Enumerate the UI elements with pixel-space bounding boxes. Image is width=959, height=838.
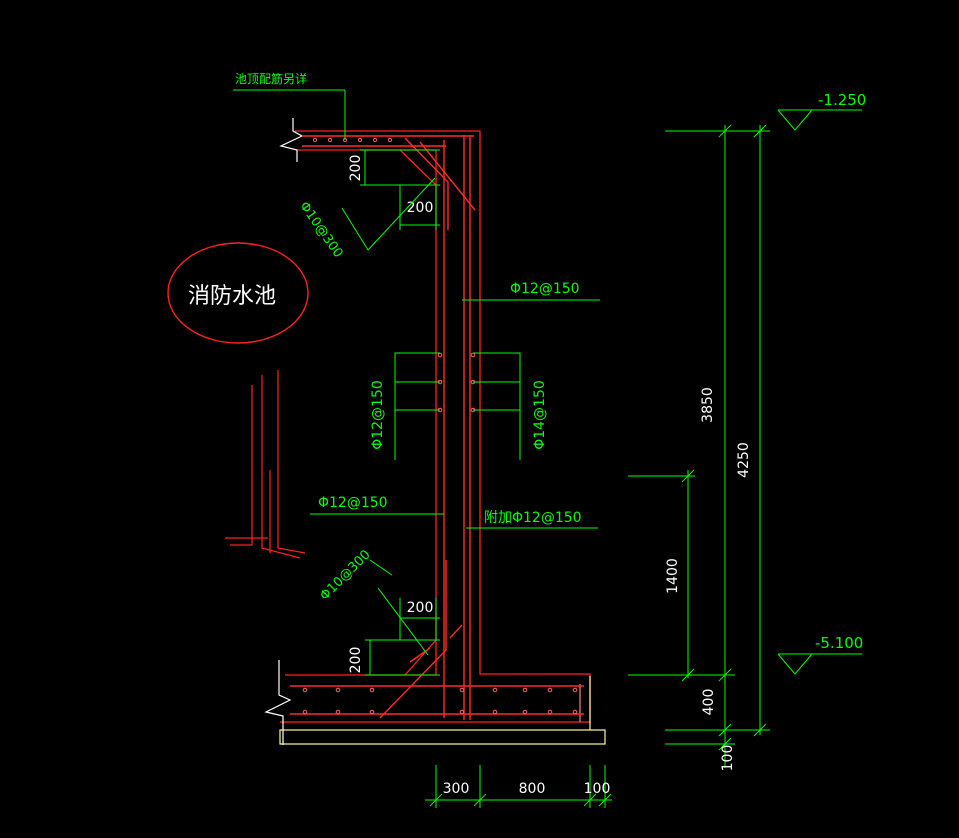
dim-800: 800 — [519, 781, 546, 797]
top-note-text: 池顶配筋另详 — [235, 71, 307, 86]
haunch-bottom-dims — [365, 598, 440, 676]
haunch-top-h-label: 200 — [407, 200, 434, 216]
haunch-bottom-v-label: 200 — [348, 647, 364, 674]
break-line-top — [279, 118, 304, 162]
dim-400: 400 — [701, 689, 717, 716]
elevation-bottom-label: -5.100 — [815, 634, 863, 652]
outer-wall-label: Φ12@150 — [510, 281, 580, 297]
drawing-title: 消防水池 — [188, 284, 276, 309]
corner-top-rebar-label: Φ10@300 — [296, 199, 345, 261]
inner-wall-label: Φ12@150 — [318, 495, 388, 511]
corner-bottom-rebar-leader — [369, 559, 429, 656]
dim-100-horizontal: 100 — [584, 781, 611, 797]
dim-4250: 4250 — [736, 442, 752, 478]
title-ellipse — [167, 242, 309, 344]
wall-rebar — [290, 135, 584, 720]
right-dimension-lines — [628, 124, 770, 768]
outer-vertical-rebar-label: Φ14@150 — [532, 380, 548, 450]
additional-rebar-label: 附加Φ12@150 — [484, 510, 582, 526]
dim-300: 300 — [443, 781, 470, 797]
base-bedding-layer — [279, 676, 606, 745]
elevation-top-label: -1.250 — [818, 91, 866, 109]
top-note-leader — [233, 89, 346, 140]
wall-symbol-left — [225, 370, 306, 559]
inner-vertical-rebar-label: Φ12@150 — [370, 380, 386, 450]
haunch-top-v-label: 200 — [348, 155, 364, 182]
bottom-dimension-lines — [425, 765, 612, 808]
dim-1400: 1400 — [665, 558, 681, 594]
haunch-top-dims — [360, 149, 440, 230]
dim-3850: 3850 — [700, 387, 716, 423]
elevation-mark-bottom — [777, 653, 862, 675]
break-line-bottom — [264, 660, 292, 745]
haunch-bottom-h-label: 200 — [407, 600, 434, 616]
corner-top-rebar-leader — [341, 177, 436, 251]
dim-100-vertical: 100 — [720, 745, 736, 772]
vertical-rebar-leaders — [394, 352, 521, 460]
inner-wall-leader — [310, 513, 598, 529]
corner-bottom-rebar-label: Φ10@300 — [317, 547, 373, 603]
elevation-mark-top — [777, 109, 862, 131]
